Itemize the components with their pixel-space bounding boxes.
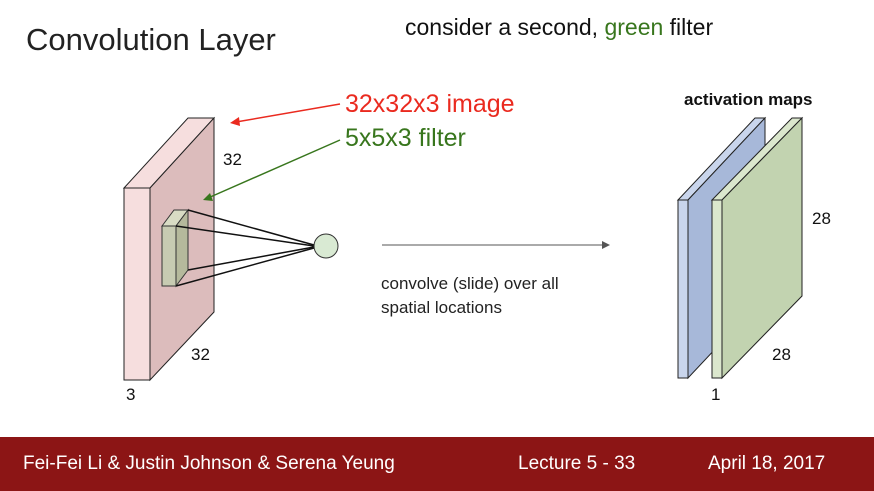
subtitle-suffix: filter bbox=[663, 14, 714, 40]
convolve-arrowhead bbox=[602, 241, 610, 249]
input-width-label: 32 bbox=[191, 345, 210, 364]
filter-pointer-arrowhead bbox=[203, 193, 213, 201]
subtitle-highlight: green bbox=[604, 14, 664, 40]
output-neuron bbox=[313, 233, 339, 259]
footer-authors: Fei-Fei Li & Justin Johnson & Serena Yeu… bbox=[23, 453, 395, 474]
filter-line-4 bbox=[175, 247, 315, 287]
filter-line-2 bbox=[175, 225, 315, 247]
input-volume-side bbox=[123, 187, 151, 381]
filter-block-front bbox=[161, 225, 177, 287]
convolve-description: convolve (slide) over all spatial locati… bbox=[381, 272, 621, 320]
filter-pointer-arrow bbox=[207, 139, 341, 199]
slide-title: Convolution Layer bbox=[26, 22, 276, 57]
footer-date: April 18, 2017 bbox=[708, 453, 826, 474]
image-pointer-arrow bbox=[235, 103, 341, 123]
input-depth-label: 3 bbox=[126, 385, 136, 404]
subtitle-prefix: consider a second, bbox=[405, 14, 605, 40]
filter-line-1 bbox=[187, 209, 315, 246]
convolve-line-2: spatial locations bbox=[381, 298, 502, 317]
filter-label: 5x5x3 filter bbox=[345, 124, 466, 152]
filter-line-3 bbox=[187, 246, 315, 271]
image-pointer-arrowhead bbox=[230, 117, 240, 126]
footer-lecture: Lecture 5 - 33 bbox=[518, 453, 636, 474]
convolution-diagram bbox=[122, 103, 804, 382]
output-height-label: 28 bbox=[812, 209, 831, 228]
output-width-label: 28 bbox=[772, 345, 791, 364]
input-height-label: 32 bbox=[223, 150, 242, 169]
convolve-line-1: convolve (slide) over all bbox=[381, 274, 559, 293]
activation-map-2-side bbox=[711, 199, 723, 379]
output-depth-label: 1 bbox=[711, 385, 721, 404]
slide-subtitle: consider a second, green filter bbox=[405, 14, 713, 41]
image-label: 32x32x3 image bbox=[345, 90, 515, 118]
activation-maps-label: activation maps bbox=[684, 90, 813, 109]
footer-bar: Fei-Fei Li & Justin Johnson & Serena Yeu… bbox=[0, 437, 874, 491]
activation-map-1-side bbox=[677, 199, 689, 379]
